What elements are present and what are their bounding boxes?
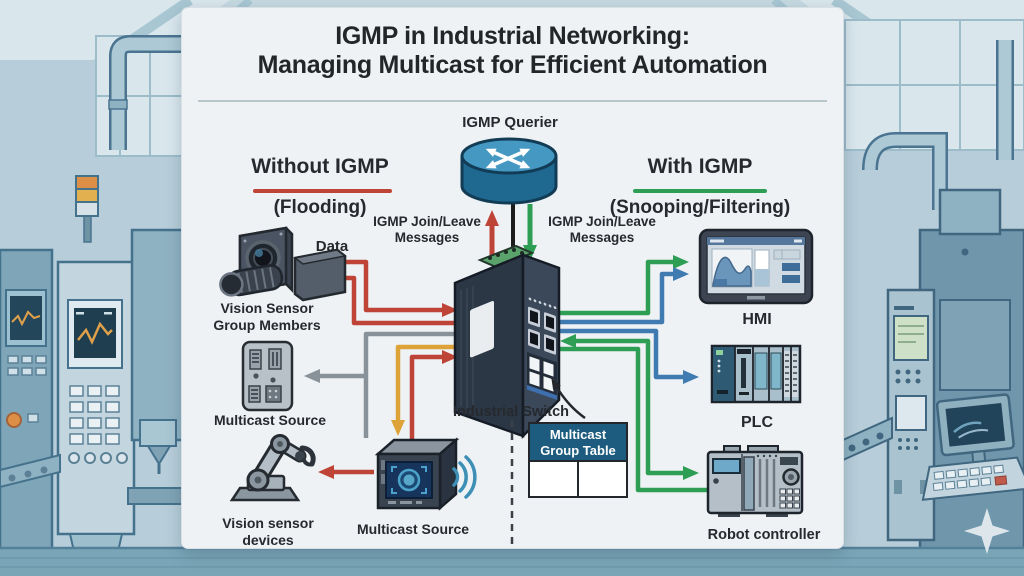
igmp-querier-icon: [460, 137, 558, 205]
page-title-line2: Managing Multicast for Efficient Automat…: [257, 51, 768, 79]
connector-switch-to-plc-blue: [558, 328, 699, 384]
plc-icon: [710, 344, 802, 404]
multicast-source-left-label: Multicast Source: [213, 412, 327, 428]
multicast-group-table-header: Multicast Group Table: [528, 422, 628, 460]
section-with-igmp-subheading: (Snooping/Filtering): [609, 197, 791, 219]
diagram-panel: IGMP in Industrial Networking: Managing …: [182, 8, 843, 548]
join-leave-label-left: IGMP Join/Leave Messages: [373, 214, 481, 245]
connector-switch-to-hmi-blue: [558, 267, 689, 325]
industrial-switch-icon: [453, 244, 561, 440]
section-without-igmp-heading: Without IGMP: [251, 155, 389, 179]
connector-switch-robot-green: [560, 334, 699, 480]
diagram-canvas: [219, 137, 814, 545]
multicast-source-bottom-icon: [374, 437, 477, 511]
connector-data-flood-2: [345, 275, 460, 326]
multicast-group-table-cell: [530, 462, 579, 496]
data-label: Data: [315, 238, 349, 255]
section-with-igmp: With IGMP (Snooping/Filtering): [600, 137, 800, 238]
hmi-label: HMI: [742, 311, 772, 328]
section-with-igmp-heading: With IGMP: [647, 155, 753, 179]
connector-flood-gray: [304, 331, 464, 438]
industrial-switch-label: Industrial Switch: [452, 404, 569, 420]
join-leave-label-right: IGMP Join/Leave Messages: [548, 214, 656, 245]
connector-data-flood-1: [345, 259, 458, 317]
wifi-icon: [452, 455, 477, 499]
multicast-group-table: Multicast Group Table: [528, 422, 628, 498]
vision-devices-label: Vision sensor devices: [222, 515, 314, 548]
robot-arm-icon: [229, 434, 316, 502]
factory-floor: [0, 546, 1024, 576]
page-title-line1: IGMP in Industrial Networking:: [335, 22, 690, 50]
factory-right: [840, 19, 1024, 552]
plc-label: PLC: [741, 414, 773, 431]
robot-controller-label: Robot controller: [707, 527, 821, 543]
section-without-igmp-subheading: (Flooding): [273, 197, 367, 219]
connector-source-to-switch: [409, 350, 458, 444]
table-to-switch-arrow: [551, 378, 586, 420]
igmp-querier-label: IGMP Querier: [462, 114, 558, 131]
robot-controller-icon: [706, 445, 804, 517]
multicast-source-bottom-label: Multicast Source: [356, 521, 470, 537]
without-igmp-underline: [253, 189, 392, 193]
connector-flood-orange: [391, 344, 464, 436]
multicast-source-left-icon: [241, 340, 294, 412]
hmi-icon: [698, 228, 814, 305]
title-divider: [198, 100, 827, 102]
vision-sensor-label: Vision Sensor Group Members: [213, 300, 321, 333]
factory-left: [0, 35, 187, 561]
connector-robot-return-green: [560, 346, 710, 493]
section-without-igmp: Without IGMP (Flooding): [220, 137, 420, 238]
multicast-group-table-cell: [579, 462, 626, 496]
multicast-group-table-body: [528, 460, 628, 498]
connector-switch-to-hmi-green: [558, 255, 689, 316]
vision-sensor-icon: [219, 226, 347, 302]
with-igmp-underline: [633, 189, 767, 193]
